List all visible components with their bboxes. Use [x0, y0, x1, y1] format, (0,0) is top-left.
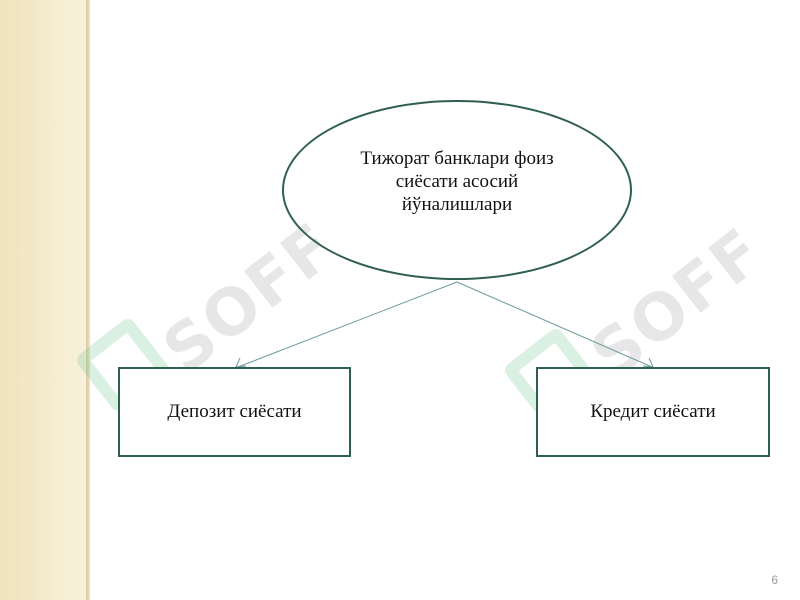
decorative-side-band: [0, 0, 88, 600]
child-node-deposit-label: Депозит сиёсати: [167, 401, 302, 422]
connector-root-to-deposit: [237, 281, 458, 368]
child-node-credit-label: Кредит сиёсати: [590, 401, 716, 422]
connector-root-to-credit: [456, 281, 653, 368]
side-band-edge: [86, 0, 90, 600]
root-node-ellipse: Тижорат банклари фоиз сиёсати асосий йўн…: [282, 100, 632, 280]
page-number: 6: [771, 573, 778, 587]
child-node-credit: Кредит сиёсати: [536, 367, 770, 457]
child-node-deposit: Депозит сиёсати: [118, 367, 351, 457]
root-node-label: Тижорат банклари фоиз сиёсати асосий йўн…: [360, 147, 554, 215]
